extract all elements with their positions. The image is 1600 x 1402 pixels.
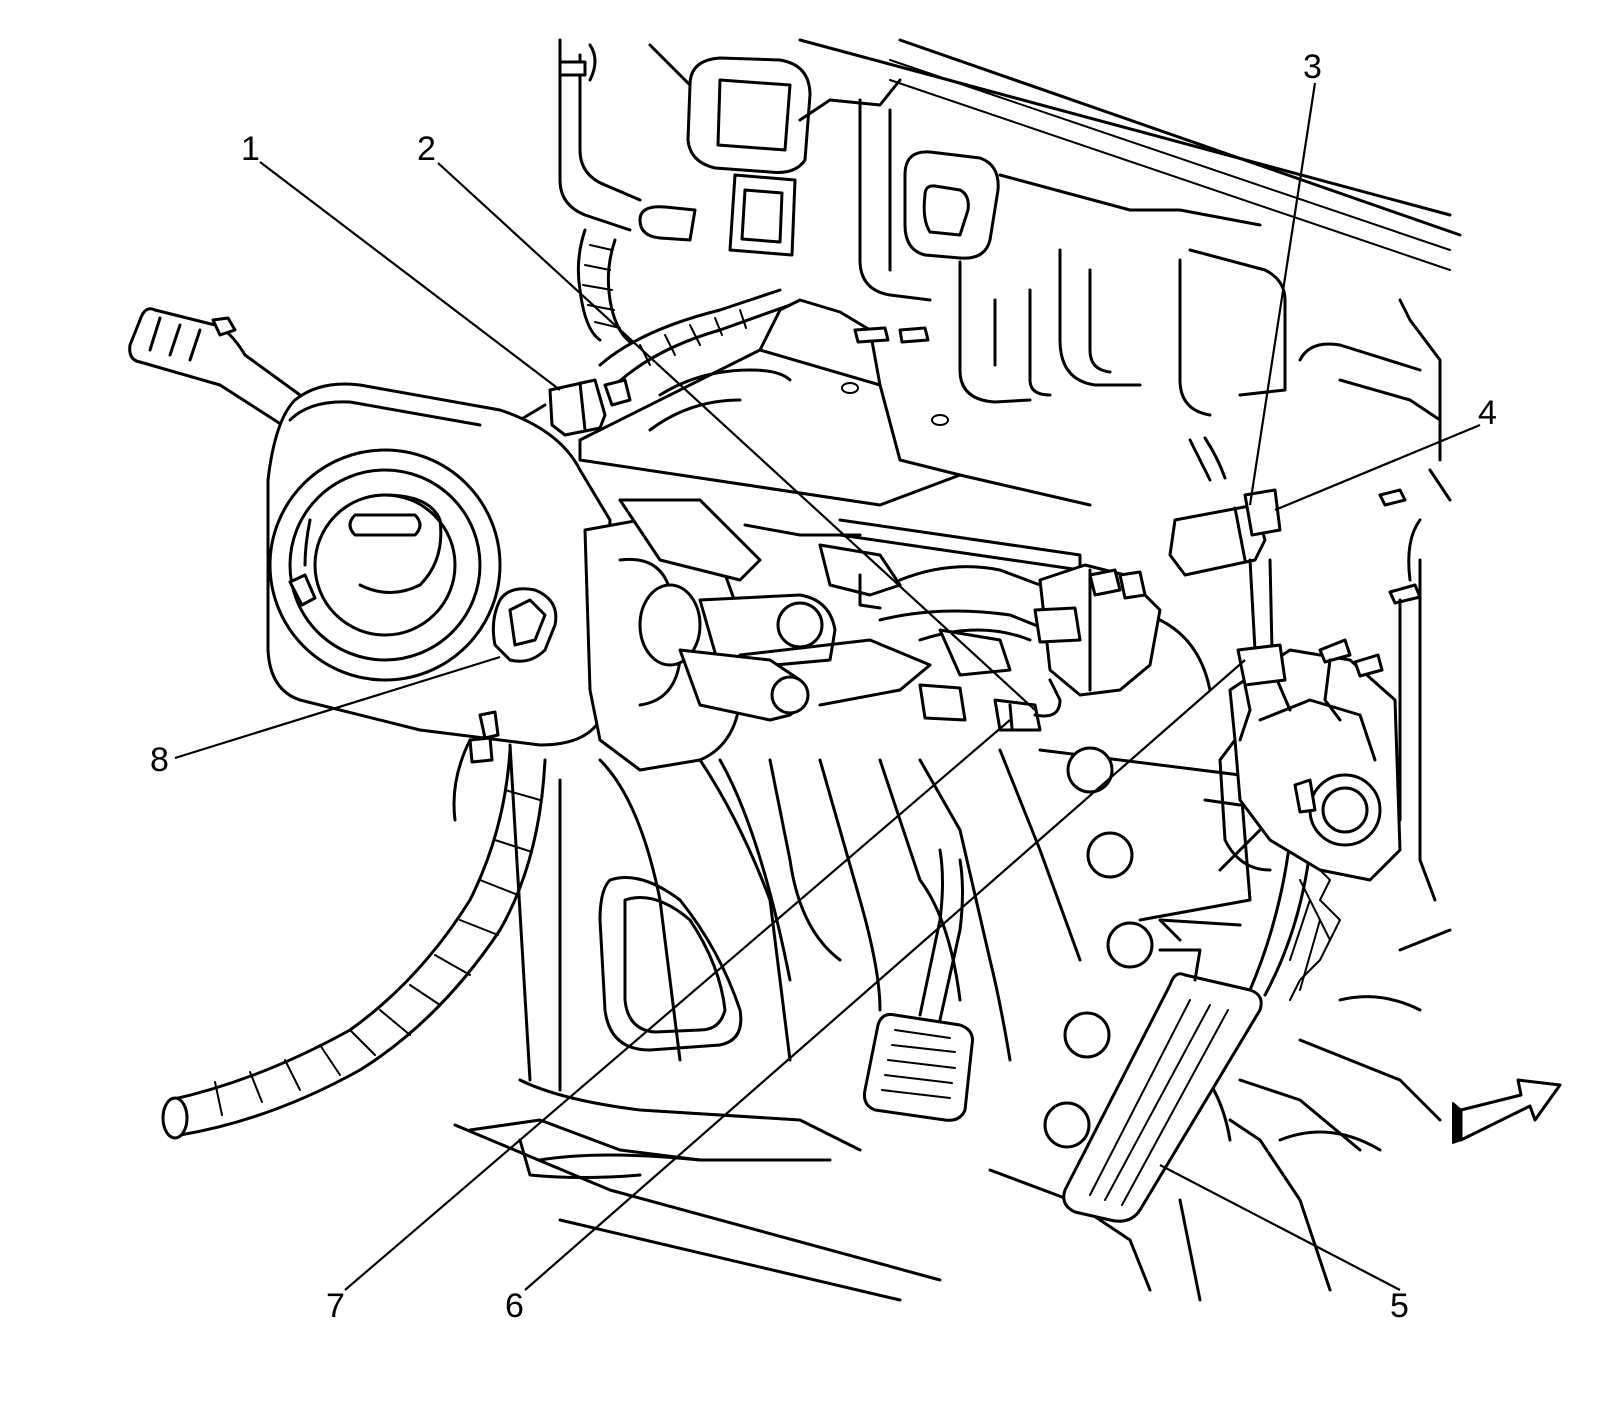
callout-8: 8 bbox=[150, 741, 169, 779]
leader-1 bbox=[259, 161, 561, 391]
firewall-plugs bbox=[1038, 746, 1252, 1149]
leader-3 bbox=[1248, 82, 1317, 506]
brake-pedal bbox=[863, 848, 974, 1122]
support-bracket bbox=[578, 298, 1092, 572]
callout-1: 1 bbox=[241, 130, 260, 168]
lower-harness bbox=[161, 748, 547, 1140]
connector-7 bbox=[993, 678, 1062, 732]
leader-7 bbox=[344, 719, 1011, 1291]
dash-structure bbox=[558, 38, 1462, 902]
callout-4: 4 bbox=[1478, 394, 1497, 432]
connector-3-4 bbox=[1168, 436, 1292, 742]
leader-4 bbox=[1274, 423, 1481, 512]
leader-6 bbox=[524, 659, 1246, 1291]
intermediate-shaft bbox=[918, 563, 1212, 722]
connector-1 bbox=[518, 378, 632, 437]
leader-8 bbox=[174, 655, 501, 760]
callout-labels: 1 2 3 4 5 6 7 8 bbox=[150, 48, 1497, 1325]
steering-column bbox=[128, 307, 1062, 772]
callout-2: 2 bbox=[417, 130, 436, 168]
callout-3: 3 bbox=[1303, 48, 1322, 86]
callout-7: 7 bbox=[326, 1287, 345, 1325]
leader-lines bbox=[174, 82, 1481, 1291]
callout-6: 6 bbox=[505, 1287, 524, 1325]
accelerator-pedal bbox=[1062, 638, 1402, 1223]
leader-5 bbox=[1159, 1164, 1401, 1291]
callout-5: 5 bbox=[1390, 1287, 1409, 1325]
leader-2 bbox=[437, 162, 1036, 711]
front-direction-arrow-icon bbox=[1452, 1078, 1562, 1144]
